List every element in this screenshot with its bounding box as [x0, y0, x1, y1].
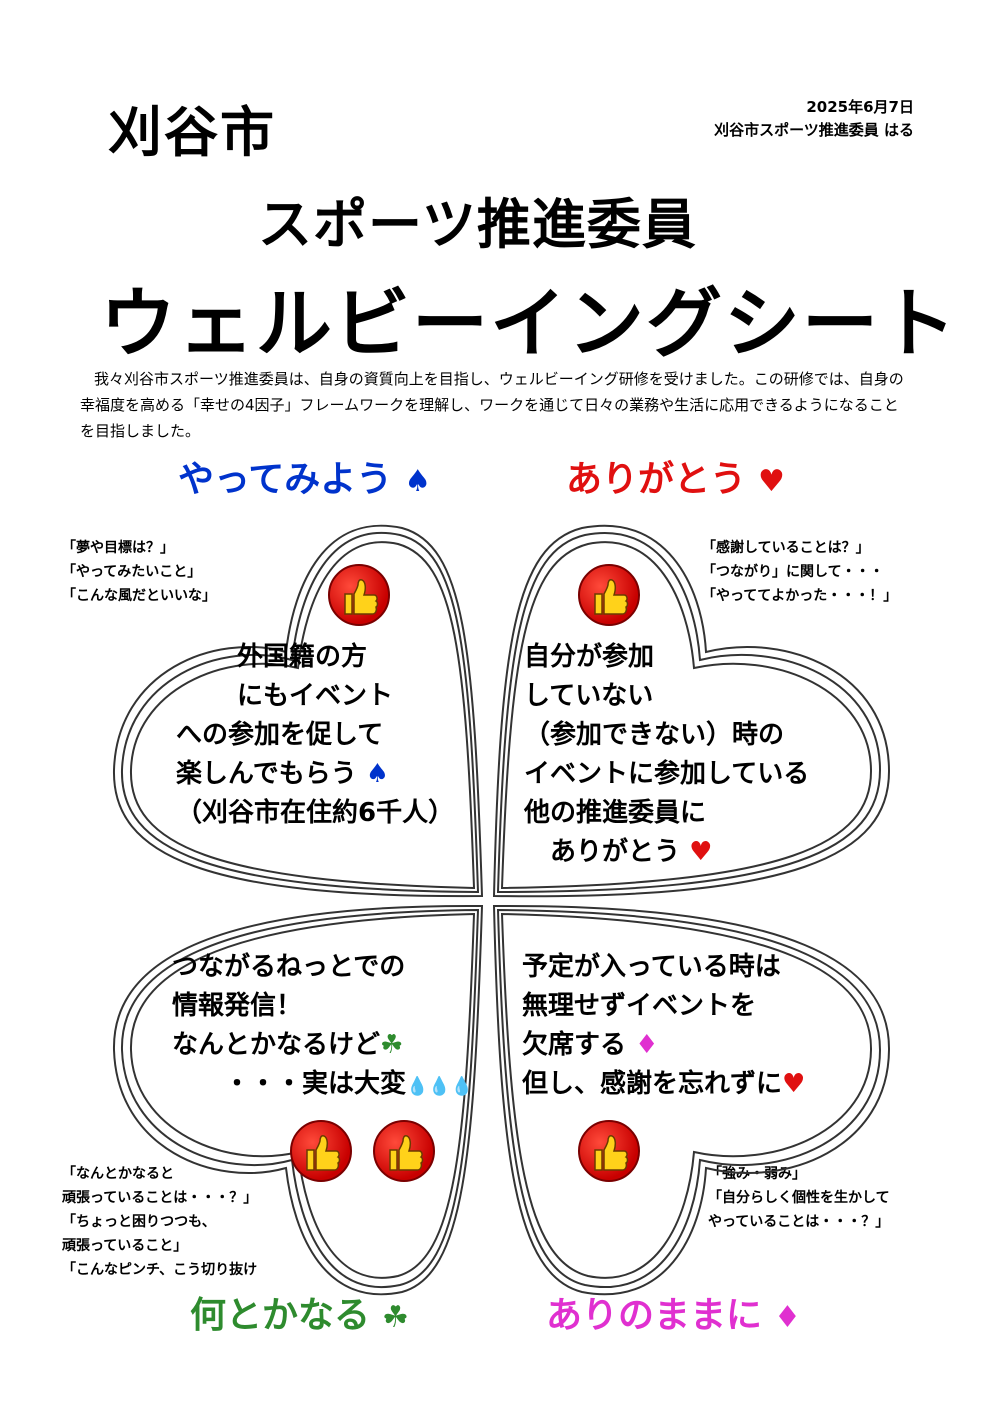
- section-title-text: ありのままに: [546, 1295, 763, 1336]
- title-line3: ウェルビーイングシート: [100, 279, 958, 368]
- prompt-top-left: 「夢や目標は？」 「やってみたいこと」 「こんな風だといいな」: [62, 540, 216, 604]
- intro-text: 我々刈谷市スポーツ推進委員は、自身の資質向上を目指し、ウェルビーイング研修を受け…: [80, 370, 904, 440]
- title-line2: スポーツ推進委員: [258, 193, 697, 256]
- heart-outline-top-left: [120, 532, 480, 894]
- clover-icon: ☘: [380, 1030, 404, 1060]
- heart-outline-bottom-left: [120, 908, 480, 1288]
- heart-icon: ♥: [758, 464, 785, 499]
- thumbs-up-icon: [290, 1120, 352, 1182]
- heart-text-top-right: 自分が参加 していない （参加できない）時の イベントに参加している 他の推進委…: [524, 638, 809, 872]
- body-text: つながるねっとでの 情報発信！ なんとかなるけど: [172, 952, 406, 1060]
- section-title-text: 何とかなる: [190, 1295, 371, 1336]
- heart-icon: ♥: [689, 837, 713, 867]
- heart-outline-top-right: [496, 532, 882, 894]
- thumbs-up-icon: [373, 1120, 435, 1182]
- spade-icon: ♠: [365, 759, 390, 789]
- section-title-top-right: ありがとう ♥: [566, 450, 785, 502]
- prompt-top-right: 「感謝していることは？」 「つながり」に関して・・・ 「やっててよかった・・・！…: [702, 540, 898, 604]
- sweat-drops-icon: 💧💧💧: [406, 1076, 474, 1097]
- body-text: 自分が参加 していない （参加できない）時の イベントに参加している 他の推進委…: [524, 642, 810, 867]
- section-title-text: ありがとう: [566, 459, 747, 500]
- thumbs-up-icon: [328, 564, 390, 626]
- body-text-tail: （刈谷市在住約6千人）: [176, 798, 455, 828]
- body-text-tail: 但し、感謝を忘れずに: [522, 1069, 783, 1099]
- heart-text-bottom-left: つながるねっとでの 情報発信！ なんとかなるけど☘ ・・・実は大変💧💧💧: [172, 948, 473, 1106]
- clover-icon: ☘: [382, 1300, 409, 1335]
- heart-text-bottom-right: 予定が入っている時は 無理せずイベントを 欠席する ♦ 但し、感謝を忘れずに♥: [522, 948, 805, 1104]
- body-text: 外国籍の方 にもイベント への参加を促して 楽しんでもらう: [176, 642, 394, 789]
- section-title-bottom-right: ありのままに ♦: [546, 1286, 801, 1338]
- heart-outline-bottom-right: [496, 908, 882, 1288]
- section-title-top-left: やってみよう ♠: [178, 450, 431, 502]
- section-title-bottom-left: 何とかなる ☘: [190, 1286, 409, 1338]
- section-title-text: やってみよう: [178, 459, 393, 500]
- heart-icon: ♥: [782, 1069, 806, 1099]
- heart-text-top-left: 外国籍の方 にもイベント への参加を促して 楽しんでもらう ♠ （刈谷市在住約6…: [176, 638, 454, 833]
- title-line1: 刈谷市: [108, 101, 276, 164]
- body-text-tail: ・・・実は大変: [172, 1069, 407, 1099]
- author: 刈谷市スポーツ推進委員 はる: [714, 121, 914, 139]
- spade-icon: ♠: [404, 464, 432, 499]
- prompt-bottom-left: 「なんとかなると 頑張っていることは・・・？」 「ちょっと困りつつも、 頑張って…: [62, 1166, 258, 1278]
- diamond-icon: ♦: [774, 1300, 801, 1335]
- thumbs-up-icon: [578, 564, 640, 626]
- diamond-icon: ♦: [635, 1030, 659, 1060]
- body-text: 予定が入っている時は 無理せずイベントを 欠席する: [522, 952, 781, 1060]
- date: 2025年6月7日: [806, 98, 914, 116]
- thumbs-up-icon: [578, 1120, 640, 1182]
